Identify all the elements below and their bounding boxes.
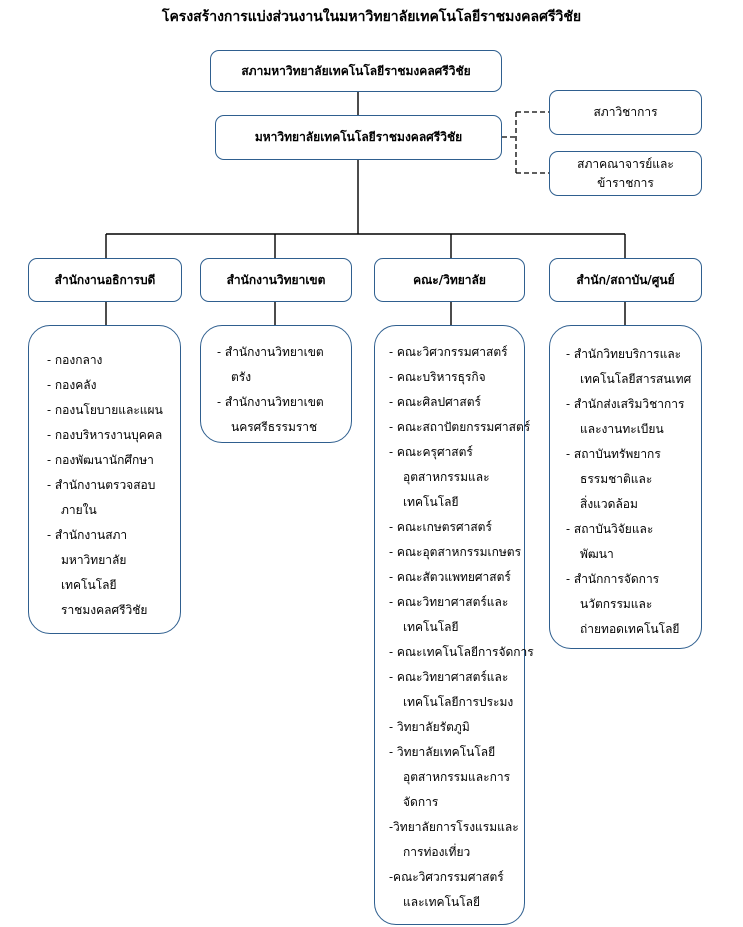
list-item: - คณะอุตสาหกรรมเกษตร	[389, 545, 522, 559]
list-item: - สำนักการจัดการนวัตกรรมและถ่ายทอดเทคโนโ…	[566, 572, 680, 636]
list-item: - สำนักวิทยบริการและเทคโนโลยีสารสนเทศ	[566, 347, 692, 386]
faculty-college-list: - คณะวิศวกรรมศาสตร์ - คณะบริหารธุรกิจ - คณ…	[374, 325, 534, 925]
list-item: - สำนักงานวิทยาเขตนครศรีธรรมราช	[217, 395, 324, 434]
list-item: - กองนโยบายและแผน	[47, 403, 163, 417]
unit-header-campus-office: สำนักงานวิทยาเขต	[200, 258, 352, 302]
list-item: - คณะสถาปัตยกรรมศาสตร์	[389, 420, 531, 434]
list-item: - สถาบันวิจัยและพัฒนา	[566, 522, 654, 561]
list-item: - คณะเกษตรศาสตร์	[389, 520, 492, 534]
unit-header-faculty-college: คณะ/วิทยาลัย	[374, 258, 525, 302]
list-item: -วิทยาลัยการโรงแรมและการท่องเที่ยว	[389, 820, 519, 859]
list-item: - คณะวิศวกรรมศาสตร์	[389, 345, 508, 359]
list-item: - สำนักงานสภามหาวิทยาลัยเทคโนโลยีราชมงคล…	[47, 528, 148, 617]
list-item: - กองกลาง	[47, 353, 103, 367]
list-item: - สำนักงานตรวจสอบภายใน	[47, 478, 156, 517]
unit-header-office-institute-center: สำนัก/สถาบัน/ศูนย์	[549, 258, 702, 302]
list-item: - กองพัฒนานักศึกษา	[47, 453, 154, 467]
list-item: - สถาบันทรัพยากรธรรมชาติและสิ่งแวดล้อม	[566, 447, 661, 511]
list-item: - คณะครุศาสตร์อุตสาหกรรมและเทคโนโลยี	[389, 445, 490, 509]
university-box: มหาวิทยาลัยเทคโนโลยีราชมงคลศรีวิชัย	[215, 115, 502, 160]
list-item: - สำนักส่งเสริมวิชาการและงานทะเบียน	[566, 397, 685, 436]
academic-council-box: สภาวิชาการ	[549, 90, 702, 135]
list-item: - คณะบริหารธุรกิจ	[389, 370, 486, 384]
list-item: - วิทยาลัยรัตภูมิ	[389, 720, 470, 734]
list-item: - คณะศิลปศาสตร์	[389, 395, 481, 409]
list-item: - สำนักงานวิทยาเขตตรัง	[217, 345, 324, 384]
president-office-list: - กองกลาง - กองคลัง - กองนโยบายและแผน - กอง…	[28, 325, 181, 634]
list-item: - คณะวิทยาศาสตร์และเทคโนโลยี	[389, 595, 509, 634]
page-title: โครงสร้างการแบ่งส่วนงานในมหาวิทยาลัยเทคโ…	[161, 9, 582, 25]
list-item: - คณะสัตวแพทยศาสตร์	[389, 570, 511, 584]
campus-office-list: - สำนักงานวิทยาเขตตรัง - สำนักงานวิทยาเขต…	[200, 325, 352, 443]
office-institute-center-list: - สำนักวิทยบริการและเทคโนโลยีสารสนเทศ - ส…	[549, 325, 702, 649]
university-council-box: สภามหาวิทยาลัยเทคโนโลยีราชมงคลศรีวิชัย	[210, 50, 502, 92]
list-item: - กองบริหารงานบุคคล	[47, 428, 163, 442]
list-item: - วิทยาลัยเทคโนโลยีอุตสาหกรรมและการจัดกา…	[389, 745, 511, 809]
list-item: - คณะวิทยาศาสตร์และเทคโนโลยีการประมง	[389, 670, 514, 709]
list-item: - กองคลัง	[47, 378, 97, 392]
unit-header-president-office: สำนักงานอธิการบดี	[28, 258, 182, 302]
faculty-council-box: สภาคณาจารย์และข้าราชการ	[549, 151, 702, 196]
list-item: -คณะวิศวกรรมศาสตร์และเทคโนโลยี	[389, 870, 504, 909]
list-item: - คณะเทคโนโลยีการจัดการ	[389, 645, 534, 659]
